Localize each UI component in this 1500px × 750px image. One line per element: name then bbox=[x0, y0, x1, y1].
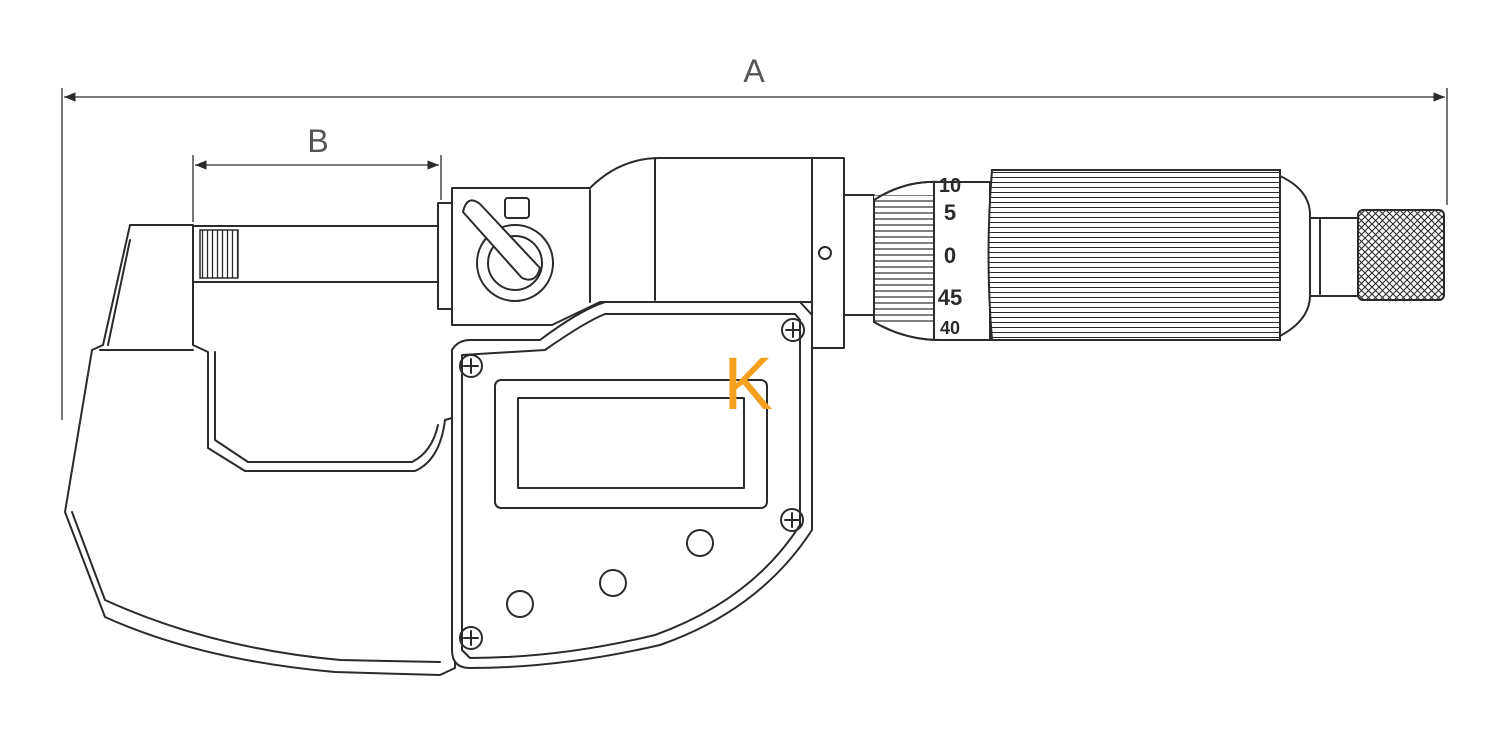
button-2 bbox=[599, 569, 627, 597]
dimension-a: A bbox=[61, 53, 1448, 420]
scale-label-45: 45 bbox=[938, 285, 962, 310]
annotation-marker-k: K bbox=[723, 342, 772, 425]
dimension-b-label: B bbox=[307, 123, 328, 159]
dimension-a-label: A bbox=[743, 53, 765, 89]
dimension-b: B bbox=[192, 123, 442, 222]
scale-label-0: 0 bbox=[944, 243, 956, 268]
screw-top-left bbox=[459, 354, 483, 378]
screw-top-right bbox=[781, 318, 805, 342]
scale-label-40: 40 bbox=[940, 318, 960, 338]
screw-bottom-left bbox=[459, 626, 483, 650]
button-3 bbox=[686, 529, 714, 557]
button-1 bbox=[506, 590, 534, 618]
spindle bbox=[192, 202, 453, 310]
housing-screws bbox=[459, 318, 805, 650]
scale-label-10: 10 bbox=[939, 175, 961, 197]
screw-mid-right bbox=[780, 508, 804, 532]
micrometer-frame bbox=[64, 224, 456, 676]
spindle-lock bbox=[462, 197, 554, 302]
control-buttons bbox=[506, 529, 714, 618]
thimble: 10 5 0 45 40 bbox=[873, 175, 991, 341]
scale-label-5: 5 bbox=[944, 200, 956, 225]
thimble-grip bbox=[987, 169, 1281, 341]
ratchet bbox=[1279, 175, 1445, 337]
display-housing bbox=[451, 301, 813, 669]
